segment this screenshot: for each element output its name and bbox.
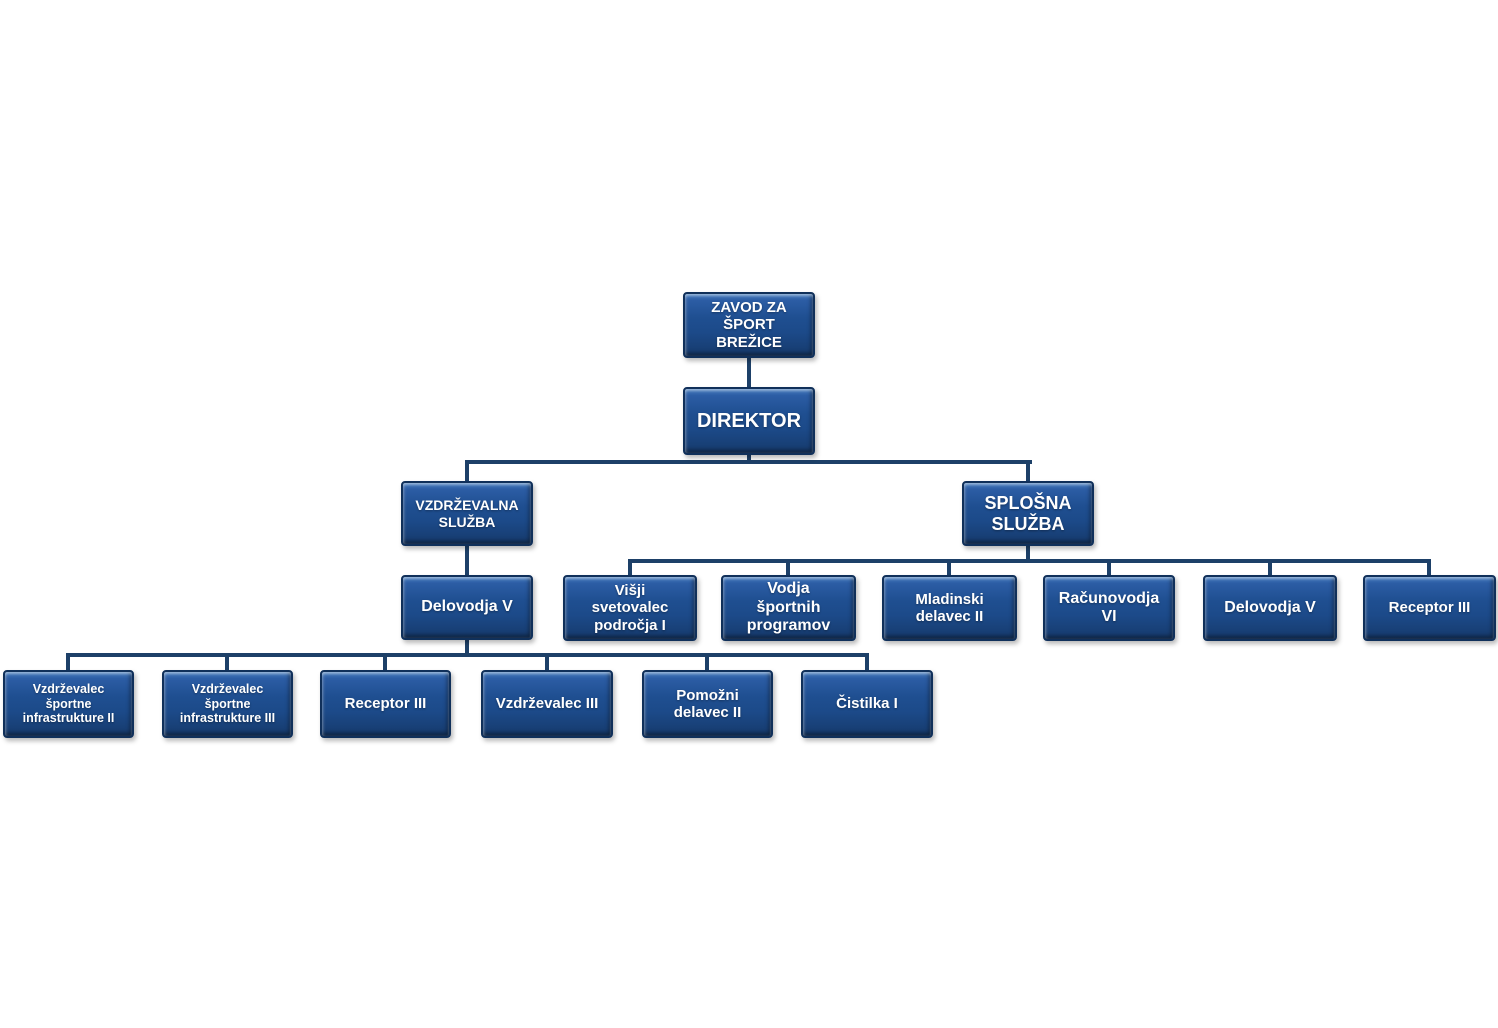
- org-node-label: VZDRŽEVALNA SLUŽBA: [415, 497, 519, 530]
- connector-line: [705, 653, 709, 671]
- connector-line: [465, 460, 469, 482]
- connector-line: [66, 653, 869, 657]
- connector-line: [786, 559, 790, 576]
- connector-line: [383, 653, 387, 671]
- org-node-label: Vzdrževalec športne infrastrukture II: [22, 682, 115, 726]
- org-node-cistilka-i: Čistilka I: [801, 670, 933, 738]
- connector-line: [545, 653, 549, 671]
- org-node-label: DIREKTOR: [696, 409, 802, 432]
- org-node-label: Višji svetovalec področja I: [591, 582, 669, 634]
- org-node-splosna-sluzba: SPLOŠNA SLUŽBA: [962, 481, 1094, 546]
- org-node-vodja-sportnih-programov: Vodja športnih programov: [721, 575, 856, 641]
- org-node-label: Pomožni delavec II: [673, 686, 742, 721]
- connector-line: [225, 653, 229, 671]
- org-node-label: Računovodja VI: [1058, 589, 1160, 625]
- connector-line: [865, 653, 869, 671]
- org-node-mladinski-delavec-ii: Mladinski delavec II: [882, 575, 1017, 641]
- org-node-label: Vzdrževalec III: [495, 695, 599, 713]
- org-node-delovodja-v-1: Delovodja V: [401, 575, 533, 640]
- org-node-vzdrzevalec-sportne-infrastrukture-iii: Vzdrževalec športne infrastrukture III: [162, 670, 293, 738]
- connector-line: [1026, 546, 1030, 562]
- org-node-visji-svetovalec-podrocja-i: Višji svetovalec področja I: [563, 575, 697, 641]
- org-node-zavod-za-sport-brezice: ZAVOD ZA ŠPORT BREŽICE: [683, 292, 815, 358]
- org-node-label: Čistilka I: [836, 695, 898, 713]
- connector-line: [628, 559, 632, 576]
- org-node-vzdrzevalec-sportne-infrastrukture-ii: Vzdrževalec športne infrastrukture II: [3, 670, 134, 738]
- org-node-label: Mladinski delavec II: [915, 590, 984, 625]
- org-node-vzdrzevalec-iii: Vzdrževalec III: [481, 670, 613, 738]
- connector-line: [628, 559, 1431, 563]
- connector-line: [66, 653, 70, 671]
- org-node-label: SPLOŠNA SLUŽBA: [984, 492, 1072, 534]
- org-node-pomozni-delavec-ii: Pomožni delavec II: [642, 670, 773, 738]
- connector-line: [1026, 460, 1030, 482]
- org-node-label: Receptor III: [344, 695, 427, 713]
- connector-line: [465, 546, 469, 576]
- connector-line: [747, 358, 751, 389]
- org-node-delovodja-v-2: Delovodja V: [1203, 575, 1337, 641]
- connector-line: [1107, 559, 1111, 576]
- connector-line: [747, 452, 751, 464]
- connector-line: [947, 559, 951, 576]
- org-node-label: Vzdrževalec športne infrastrukture III: [179, 682, 276, 726]
- org-node-label: Delovodja V: [1224, 598, 1316, 616]
- org-node-label: Vodja športnih programov: [746, 580, 831, 635]
- org-node-label: ZAVOD ZA ŠPORT BREŽICE: [711, 299, 787, 351]
- connector-line: [465, 640, 469, 656]
- org-node-label: Receptor III: [1388, 599, 1471, 617]
- org-node-vzdrzevalna-sluzba: VZDRŽEVALNA SLUŽBA: [401, 481, 533, 546]
- connector-line: [1427, 559, 1431, 576]
- org-node-label: Delovodja V: [421, 598, 513, 616]
- org-node-receptor-iii-2: Receptor III: [1363, 575, 1496, 641]
- org-node-receptor-iii-1: Receptor III: [320, 670, 451, 738]
- org-node-direktor: DIREKTOR: [683, 387, 815, 455]
- connector-line: [465, 460, 1032, 464]
- org-node-racunovodja-vi: Računovodja VI: [1043, 575, 1175, 641]
- connector-line: [1268, 559, 1272, 576]
